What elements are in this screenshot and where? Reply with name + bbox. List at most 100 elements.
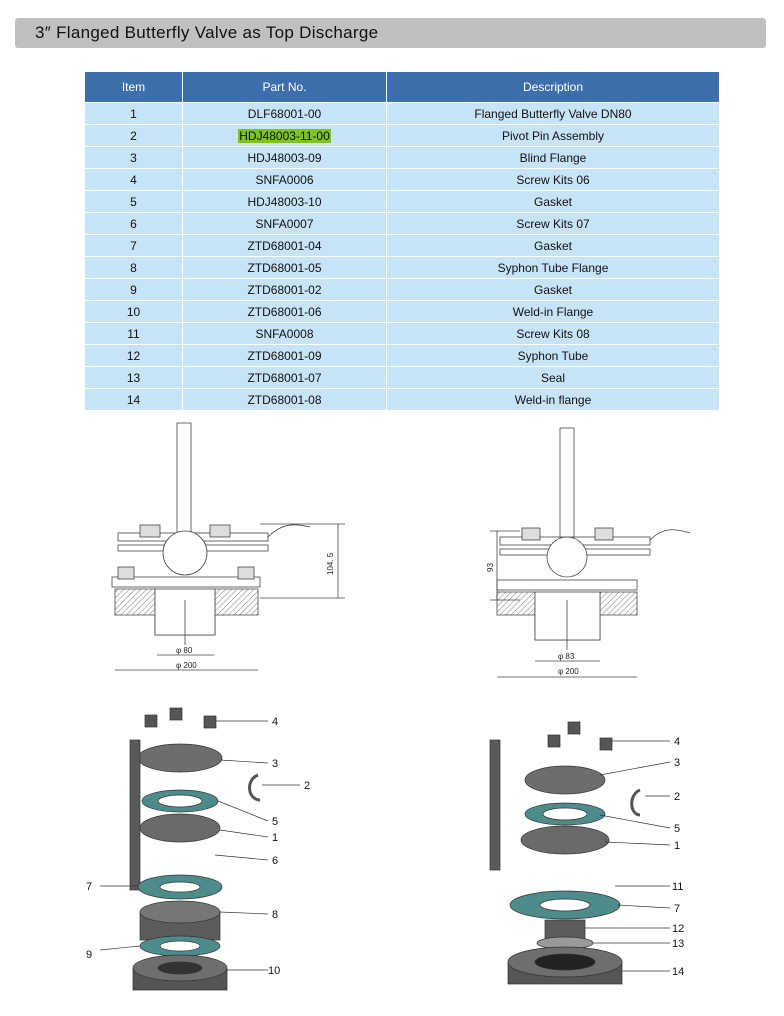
cell-item: 14	[84, 388, 183, 411]
description-text: Pivot Pin Assembly	[501, 128, 605, 143]
part-no-text: ZTD68001-07	[247, 370, 322, 385]
cell-item: 2	[84, 124, 183, 147]
cell-part-no: HDJ48003-11-00	[182, 124, 387, 147]
callout-label: 1	[272, 832, 278, 844]
description-text: Screw Kits 07	[516, 216, 590, 231]
right-leader-lines	[585, 740, 671, 972]
table-row: 2 HDJ48003-11-00 Pivot Pin Assembly	[84, 124, 720, 147]
description-text: Syphon Tube	[517, 348, 589, 363]
left-outer-diameter: φ 200	[176, 661, 197, 670]
part-no-text: ZTD68001-09	[247, 348, 322, 363]
cell-item: 3	[84, 146, 183, 169]
header-item: Item	[84, 71, 183, 103]
cell-description: Screw Kits 06	[386, 168, 720, 191]
item-text: 10	[126, 304, 141, 319]
callout-label: 3	[674, 757, 680, 769]
callout-label: 4	[272, 716, 278, 728]
callout-label: 2	[304, 780, 310, 792]
callout-label: 8	[272, 909, 278, 921]
cell-description: Syphon Tube	[386, 344, 720, 367]
item-text: 13	[126, 370, 141, 385]
callout-label: 9	[86, 949, 92, 961]
table-row: 12 ZTD68001-09 Syphon Tube	[84, 344, 720, 367]
left-leader-lines	[99, 720, 300, 971]
callout-label: 11	[672, 881, 683, 893]
part-no-text: HDJ48003-10	[247, 194, 322, 209]
callout-label: 5	[272, 816, 278, 828]
part-no-text: SNFA0007	[255, 216, 314, 231]
part-no-text: ZTD68001-05	[247, 260, 322, 275]
cell-part-no: ZTD68001-06	[182, 300, 387, 323]
callout-label: 6	[272, 855, 278, 867]
cell-description: Flanged Butterfly Valve DN80	[386, 102, 720, 125]
part-no-text: ZTD68001-06	[247, 304, 322, 319]
page-title: 3″ Flanged Butterfly Valve as Top Discha…	[35, 23, 379, 42]
left-height-dimension: 104. 5	[326, 552, 335, 575]
callout-label: 7	[86, 881, 92, 893]
table-row: 3 HDJ48003-09 Blind Flange	[84, 146, 720, 169]
cell-item: 10	[84, 300, 183, 323]
description-text: Weld-in flange	[514, 392, 592, 407]
part-no-text: ZTD68001-02	[247, 282, 322, 297]
item-text: 2	[130, 128, 137, 143]
callout-label: 2	[674, 791, 680, 803]
cell-description: Blind Flange	[386, 146, 720, 169]
item-text: 11	[127, 326, 140, 341]
cell-part-no: SNFA0008	[182, 322, 387, 345]
header-description: Description	[386, 71, 720, 103]
callout-label: 10	[268, 965, 280, 977]
cell-description: Gasket	[386, 190, 720, 213]
title-bar: 3″ Flanged Butterfly Valve as Top Discha…	[15, 18, 766, 48]
description-text: Seal	[540, 370, 566, 385]
description-text: Screw Kits 06	[516, 172, 590, 187]
item-text: 1	[130, 106, 137, 121]
item-text: 9	[130, 282, 137, 297]
cell-part-no: ZTD68001-07	[182, 366, 387, 389]
right-outer-diameter: φ 200	[558, 667, 579, 676]
table-row: 9 ZTD68001-02 Gasket	[84, 278, 720, 301]
cell-description: Screw Kits 08	[386, 322, 720, 345]
part-no-text: DLF68001-00	[247, 106, 322, 121]
item-text: 12	[126, 348, 141, 363]
cell-item: 1	[84, 102, 183, 125]
part-no-text: HDJ48003-11-00	[238, 128, 331, 143]
description-text: Gasket	[533, 282, 572, 297]
callout-label: 3	[272, 758, 278, 770]
item-text: 4	[130, 172, 137, 187]
description-text: Blind Flange	[519, 150, 587, 165]
description-text: Gasket	[533, 194, 572, 209]
cell-item: 9	[84, 278, 183, 301]
left-exploded-view	[129, 707, 261, 991]
part-no-text: ZTD68001-04	[247, 238, 322, 253]
item-text: 14	[126, 392, 141, 407]
part-no-text: ZTD68001-08	[247, 392, 322, 407]
callout-label: 12	[672, 923, 684, 935]
cell-part-no: ZTD68001-04	[182, 234, 387, 257]
callout-label: 1	[674, 840, 680, 852]
item-text: 5	[130, 194, 137, 209]
description-text: Screw Kits 08	[516, 326, 590, 341]
left-inner-diameter: φ 80	[176, 646, 193, 655]
callout-label: 7	[674, 903, 680, 915]
part-no-text: HDJ48003-09	[247, 150, 322, 165]
right-exploded-view	[489, 721, 641, 985]
callout-label: 14	[672, 966, 684, 978]
table-row: 1 DLF68001-00 Flanged Butterfly Valve DN80	[84, 102, 720, 125]
item-text: 3	[130, 150, 137, 165]
cell-item: 8	[84, 256, 183, 279]
cell-description: Screw Kits 07	[386, 212, 720, 235]
right-inner-diameter: φ 83	[558, 652, 575, 661]
item-text: 7	[130, 238, 137, 253]
cell-part-no: ZTD68001-09	[182, 344, 387, 367]
table-row: 11 SNFA0008 Screw Kits 08	[84, 322, 720, 345]
left-section-drawing	[111, 422, 345, 671]
callout-label: 13	[672, 938, 684, 950]
cell-part-no: HDJ48003-10	[182, 190, 387, 213]
right-height-dimension: 93	[486, 563, 495, 572]
